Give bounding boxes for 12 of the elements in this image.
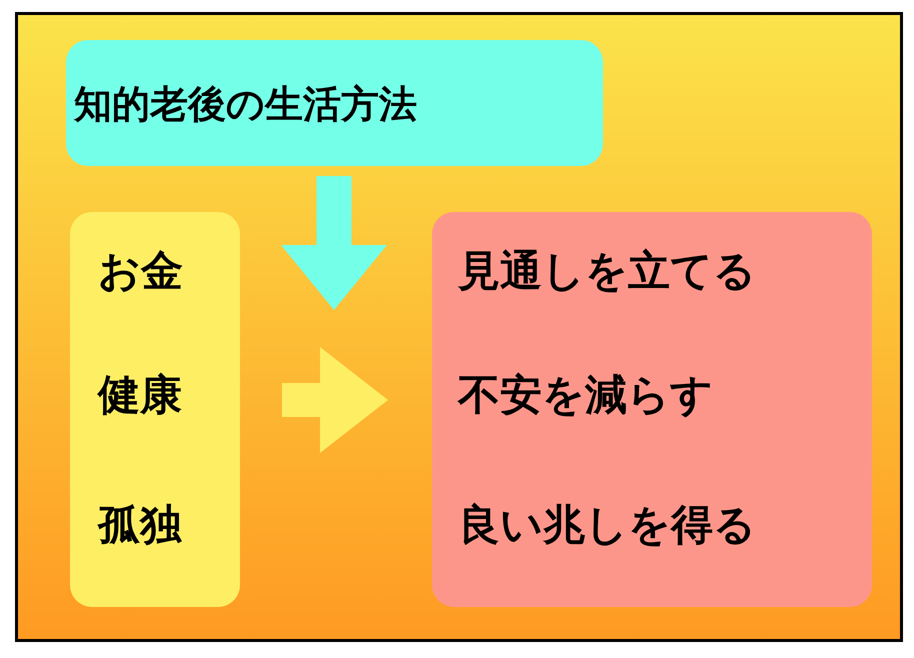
right-arrow (282, 347, 388, 453)
item-text: 良い兆しを得る (458, 502, 756, 548)
item-text: 不安を減らす (458, 372, 713, 418)
down-arrow (281, 176, 387, 310)
result-box (432, 212, 872, 607)
item-text: 見通しを立てる (458, 248, 756, 294)
item-text: お金 (98, 248, 183, 294)
title-text: 知的老後の生活方法 (74, 84, 417, 126)
topic-box (70, 212, 240, 607)
title-box (66, 40, 603, 166)
item-text: 孤独 (98, 502, 182, 548)
item-text: 健康 (98, 372, 182, 418)
